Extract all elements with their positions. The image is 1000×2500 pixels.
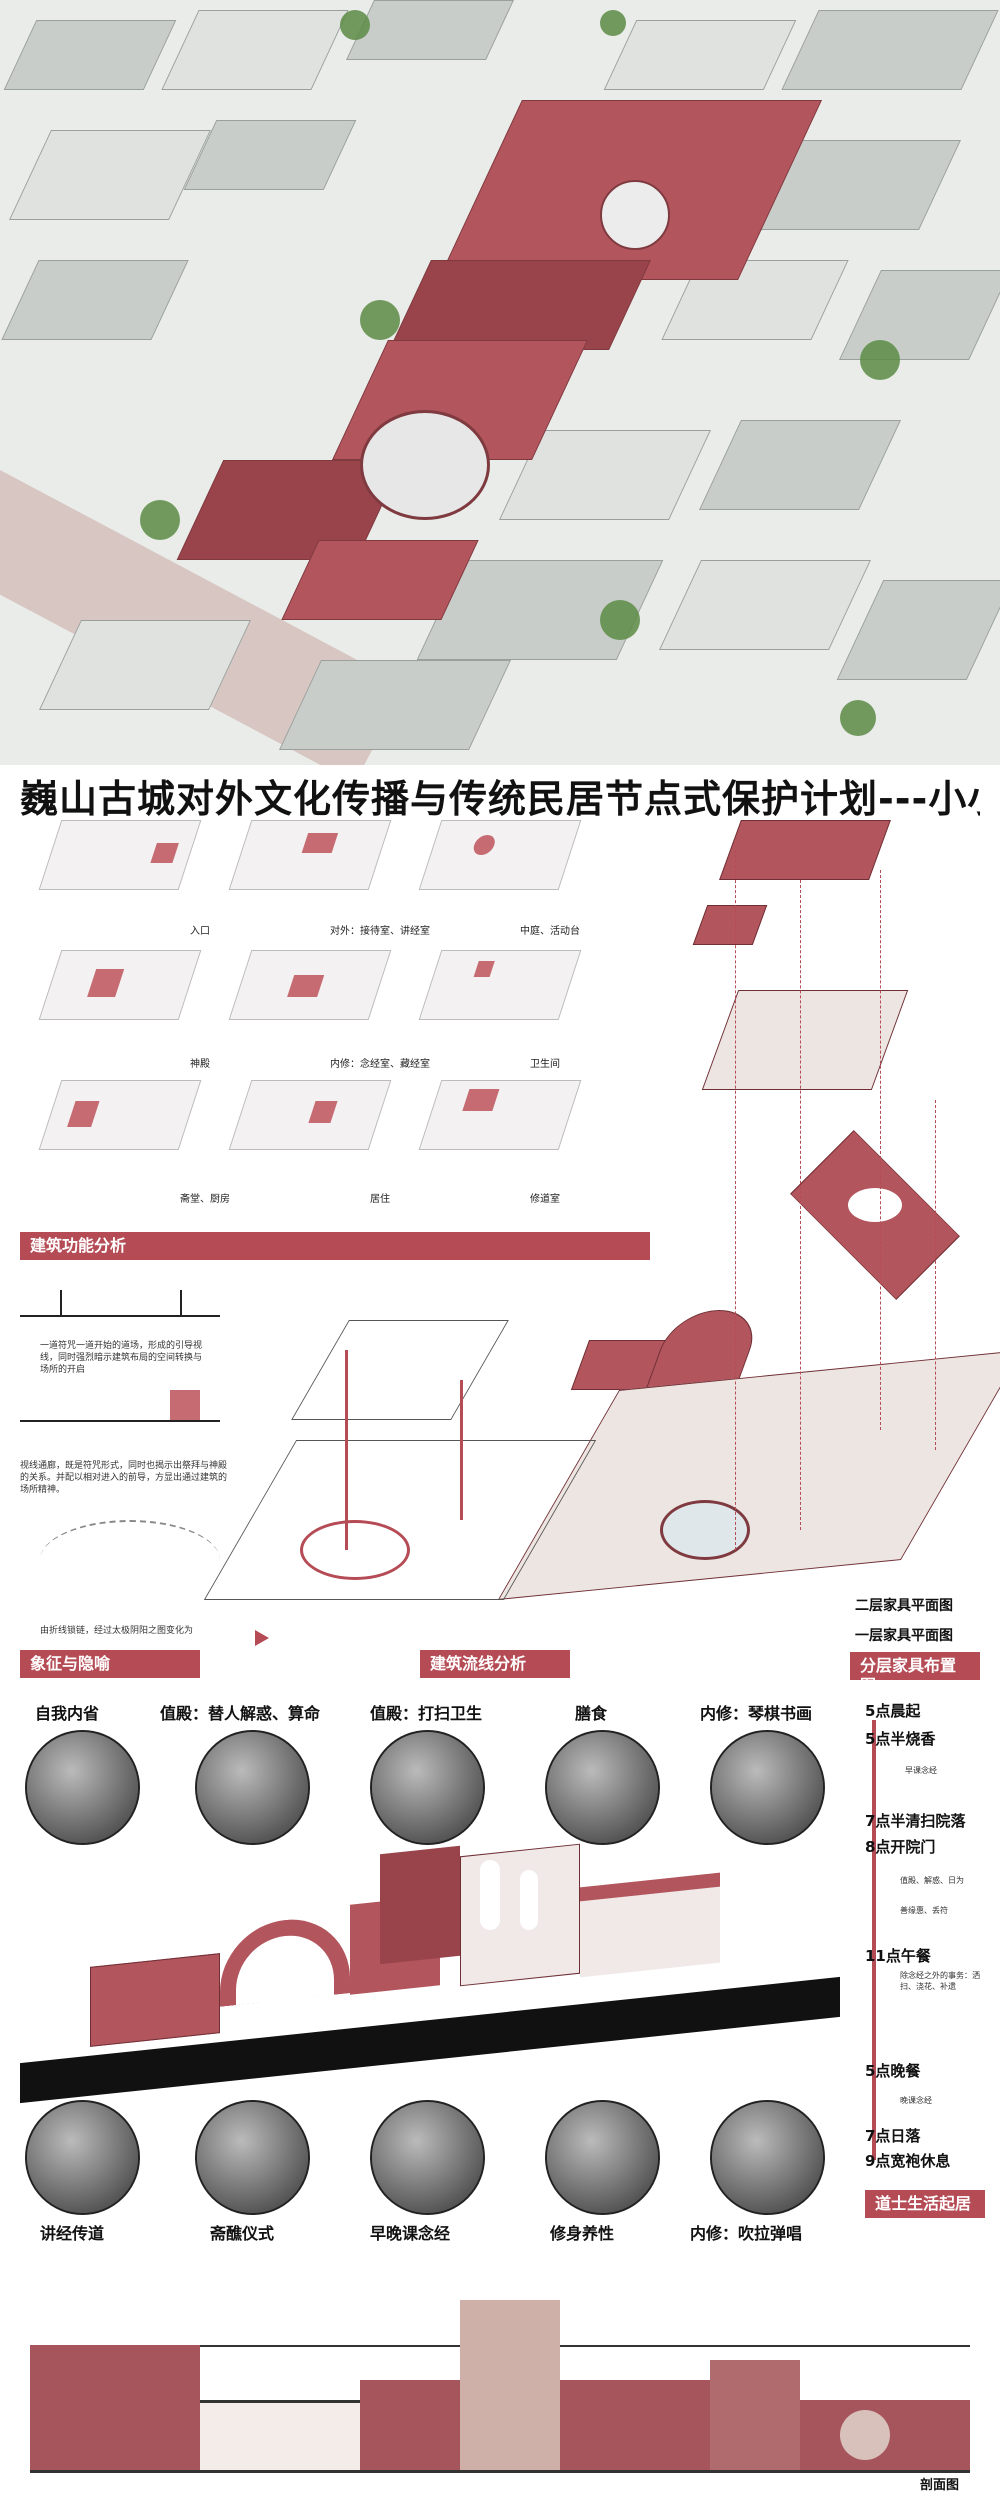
life-label-bottom-1: 讲经传道 (40, 2224, 105, 2243)
label-practice: 修道室 (530, 1194, 560, 1205)
furniture-heading: 分层家具布置图 (850, 1652, 980, 1695)
note-2: 值殿、解惑、日为 (900, 1876, 964, 1885)
symbolism-text-1: 一道符咒一道开始的道场，形成的引导视线，同时强烈暗示建筑布局的空间转换与场所的开… (40, 1341, 203, 1375)
photo-circle-10 (710, 2100, 825, 2215)
section-label: 剖面图 (920, 2478, 960, 2493)
label-courtyard: 中庭、活动台 (520, 926, 580, 937)
symbolism-heading: 象征与隐喻 (20, 1650, 200, 1678)
daily-life-heading: 道士生活起居 (865, 2190, 985, 2218)
note-3: 善缘惠、丢符 (900, 1906, 948, 1915)
life-label-bottom-2: 斋醮仪式 (210, 2224, 275, 2243)
life-label-top-3: 值殿：打扫卫生 (370, 1704, 483, 1723)
life-label-top-5: 内修：琴棋书画 (700, 1704, 813, 1723)
label-inner: 内修：念经室、藏经室 (330, 1059, 430, 1070)
floor1-label: 一层家具平面图 (855, 1628, 953, 1644)
life-label-top-4: 膳食 (575, 1704, 608, 1723)
circulation-heading: 建筑流线分析 (420, 1650, 570, 1678)
label-outer: 对外：接待室、讲经室 (330, 926, 430, 937)
time-6: 5点晚餐 (865, 2062, 921, 2080)
photo-circle-8 (370, 2100, 485, 2215)
label-living: 居住 (370, 1194, 390, 1205)
note-5: 晚课念经 (900, 2096, 932, 2105)
photo-circle-7 (195, 2100, 310, 2215)
page-title: 巍山古城对外文化传播与传统民居节点式保护计划---小小道观 (20, 777, 980, 816)
life-label-bottom-5: 内修：吹拉弹唱 (690, 2224, 803, 2243)
function-analysis-heading: 建筑功能分析 (20, 1232, 137, 1260)
label-dining: 斋堂、厨房 (180, 1194, 230, 1205)
time-4: 8点开院门 (865, 1838, 936, 1856)
life-label-bottom-3: 早晚课念经 (370, 2224, 451, 2243)
time-7: 7点日落 (865, 2127, 921, 2145)
label-entry: 入口 (190, 926, 210, 937)
time-8: 9点宽袍休息 (865, 2152, 951, 2170)
aerial-view (0, 0, 1000, 765)
photo-circle-4 (545, 1730, 660, 1845)
time-2: 5点半烧香 (865, 1730, 936, 1748)
note-1: 早课念经 (905, 1766, 937, 1775)
photo-circle-3 (370, 1730, 485, 1845)
timeline-bar (872, 1720, 876, 2160)
note-4: 除念经之外的事务：洒扫、浇花、补遗 (900, 1971, 980, 1991)
label-shrine: 神殿 (190, 1059, 210, 1070)
time-1: 5点晨起 (865, 1702, 921, 1720)
floor2-label: 二层家具平面图 (855, 1598, 953, 1614)
symbolism-text-3: 由折线锁链，经过太极阴阳之图变化为 (40, 1626, 194, 1636)
time-3: 7点半清扫院落 (865, 1812, 966, 1830)
photo-circle-2 (195, 1730, 310, 1845)
life-label-bottom-4: 修身养性 (550, 2224, 615, 2243)
photo-circle-5 (710, 1730, 825, 1845)
life-label-top-2: 值殿：替人解惑、算命 (160, 1704, 321, 1723)
life-label-top-1: 自我内省 (35, 1704, 100, 1723)
label-toilet: 卫生间 (530, 1059, 560, 1070)
photo-circle-9 (545, 2100, 660, 2215)
photo-circle-6 (25, 2100, 140, 2215)
photo-circle-1 (25, 1730, 140, 1845)
time-5: 11点午餐 (865, 1947, 931, 1965)
symbolism-text-2: 视线通廊，既是符咒形式，同时也揭示出祭拜与神殿的关系。并配以相对进入的前导，方显… (20, 1461, 228, 1495)
